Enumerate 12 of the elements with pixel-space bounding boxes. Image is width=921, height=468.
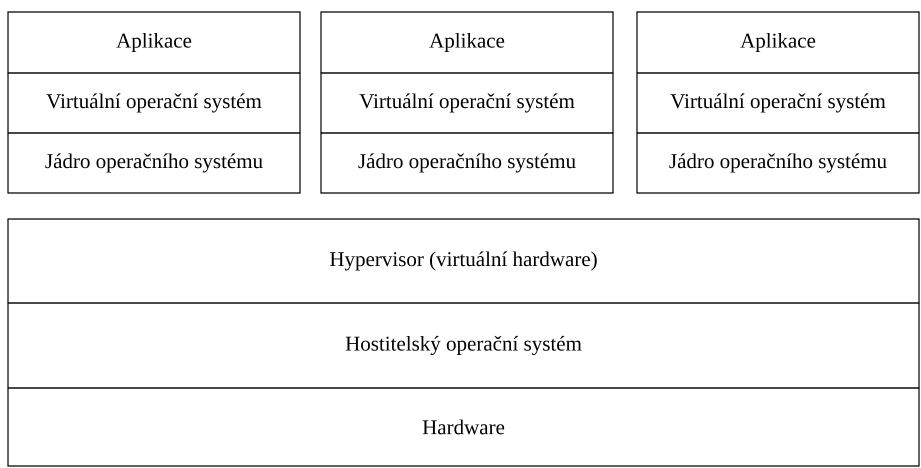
stack-layer-box: Aplikace [636,11,920,74]
stack-layer-box: Virtuální operační systém [320,72,614,134]
stack-layer-box: Jádro operačního systému [636,132,920,194]
stack-layer-box: Jádro operačního systému [7,132,301,194]
layer-band: Hypervisor (virtuální hardware) [7,218,920,304]
stack-layer-box: Virtuální operační systém [636,72,920,134]
stack-layer-box: Aplikace [320,11,614,74]
stack-layer-box: Virtuální operační systém [7,72,301,134]
stack-layer-box: Jádro operačního systému [320,132,614,194]
layer-band: Hardware [7,387,920,467]
stack-layer-box: Aplikace [7,11,301,74]
layer-band: Hostitelský operační systém [7,302,920,389]
